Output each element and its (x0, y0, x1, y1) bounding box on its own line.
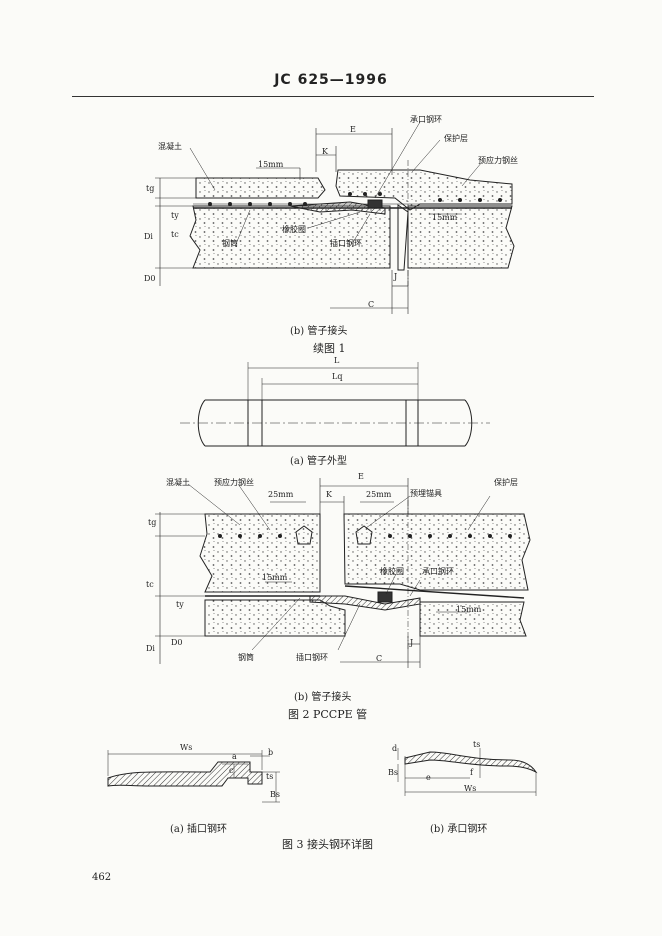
fig1-label-tc: tc (171, 230, 179, 239)
fig3a-spigot-ring-drawing (107, 750, 280, 803)
fig3-label-d: d (392, 744, 398, 753)
fig1-label-15mm-a: 15mm (258, 160, 284, 169)
fig2-label-25mm-a: 25mm (268, 490, 294, 499)
fig3-label-Ws-b: Ws (464, 784, 477, 793)
fig2-label-tg: tg (148, 518, 157, 527)
header-rule (72, 96, 594, 97)
fig2-label-anchor: 预埋锚具 (410, 489, 442, 498)
fig1-label-gasket: 橡胶圈 (282, 225, 306, 234)
fig2-label-C: C (376, 654, 383, 663)
fig1-label-protect: 保护层 (444, 134, 468, 143)
fig1-title: 续图 1 (313, 342, 346, 355)
fig1-label-K: K (322, 147, 328, 156)
fig1-label-D0: D0 (144, 274, 156, 283)
standard-header: JC 625—1996 (274, 72, 388, 88)
fig1-label-E: E (350, 125, 356, 134)
fig2-label-cylinder: 钢筒 (238, 653, 254, 662)
fig1-label-concrete: 混凝土 (158, 142, 182, 151)
fig2-joint-drawing (155, 478, 531, 668)
fig3-label-Bs-b: Bs (388, 768, 398, 777)
fig2-label-L: L (334, 356, 340, 365)
fig2-label-socket-ring: 承口钢环 (422, 567, 454, 576)
fig1-label-cylinder: 钢筒 (222, 239, 238, 248)
fig3-label-Bs-a: Bs (270, 790, 280, 799)
fig2-label-ty: ty (176, 600, 184, 609)
fig2-label-Di: Di (146, 644, 155, 653)
fig1-label-tg: tg (146, 184, 155, 193)
fig3-label-a: a (232, 752, 237, 761)
fig1-joint-drawing (155, 121, 515, 314)
fig1-label-socket-ring: 承口钢环 (410, 115, 442, 124)
fig1-label-15mm-b: 15mm (432, 213, 458, 222)
fig2a-pipe-outline (180, 362, 490, 447)
fig1-label-J: J (394, 272, 398, 281)
fig2-label-15mm-a: 15mm (262, 573, 288, 582)
fig3-label-ts-a: ts (266, 772, 274, 781)
fig1-label-ty: ty (171, 211, 179, 220)
fig1-label-C: C (368, 300, 375, 309)
fig2-label-E: E (358, 472, 364, 481)
fig3-label-f: f (470, 768, 473, 777)
fig2-label-tc: tc (146, 580, 154, 589)
fig2-label-prestress: 预应力钢丝 (214, 478, 254, 487)
fig2-label-concrete: 混凝土 (166, 478, 190, 487)
fig2-label-spigot-ring: 插口钢环 (296, 653, 328, 662)
fig2-label-Lq: Lq (332, 372, 343, 381)
fig2-label-D0: D0 (171, 638, 183, 647)
fig3-title: 图 3 接头钢环详图 (282, 838, 373, 851)
fig2-label-25mm-b: 25mm (366, 490, 392, 499)
fig2-label-K: K (326, 490, 332, 499)
fig2-label-15mm-b: 15mm (456, 605, 482, 614)
fig3-label-b: b (268, 748, 274, 757)
fig2-label-J: J (410, 638, 414, 647)
fig3-label-Ws-a: Ws (180, 743, 193, 752)
fig1-label-prestress: 预应力钢丝 (478, 156, 518, 165)
fig1-label-spigot-ring: 插口钢环 (330, 239, 362, 248)
fig2-title: 图 2 PCCPE 管 (288, 708, 368, 721)
fig2-label-protect: 保护层 (494, 478, 518, 487)
fig3-caption-a: (a) 插口钢环 (170, 824, 227, 835)
fig2-caption-b: (b) 管子接头 (294, 692, 352, 703)
fig3-label-ts-b: ts (473, 740, 481, 749)
fig3-label-e: e (426, 773, 431, 782)
fig3-label-c: c (229, 766, 234, 775)
fig2-caption-a: (a) 管子外型 (290, 456, 347, 467)
fig3-caption-b: (b) 承口钢环 (430, 824, 488, 835)
page-number: 462 (92, 872, 112, 883)
fig1-caption-b: (b) 管子接头 (290, 326, 348, 337)
fig3b-socket-ring-drawing (397, 748, 538, 796)
fig2-label-gasket: 橡胶圈 (380, 567, 404, 576)
fig1-label-Di: Di (144, 232, 153, 241)
